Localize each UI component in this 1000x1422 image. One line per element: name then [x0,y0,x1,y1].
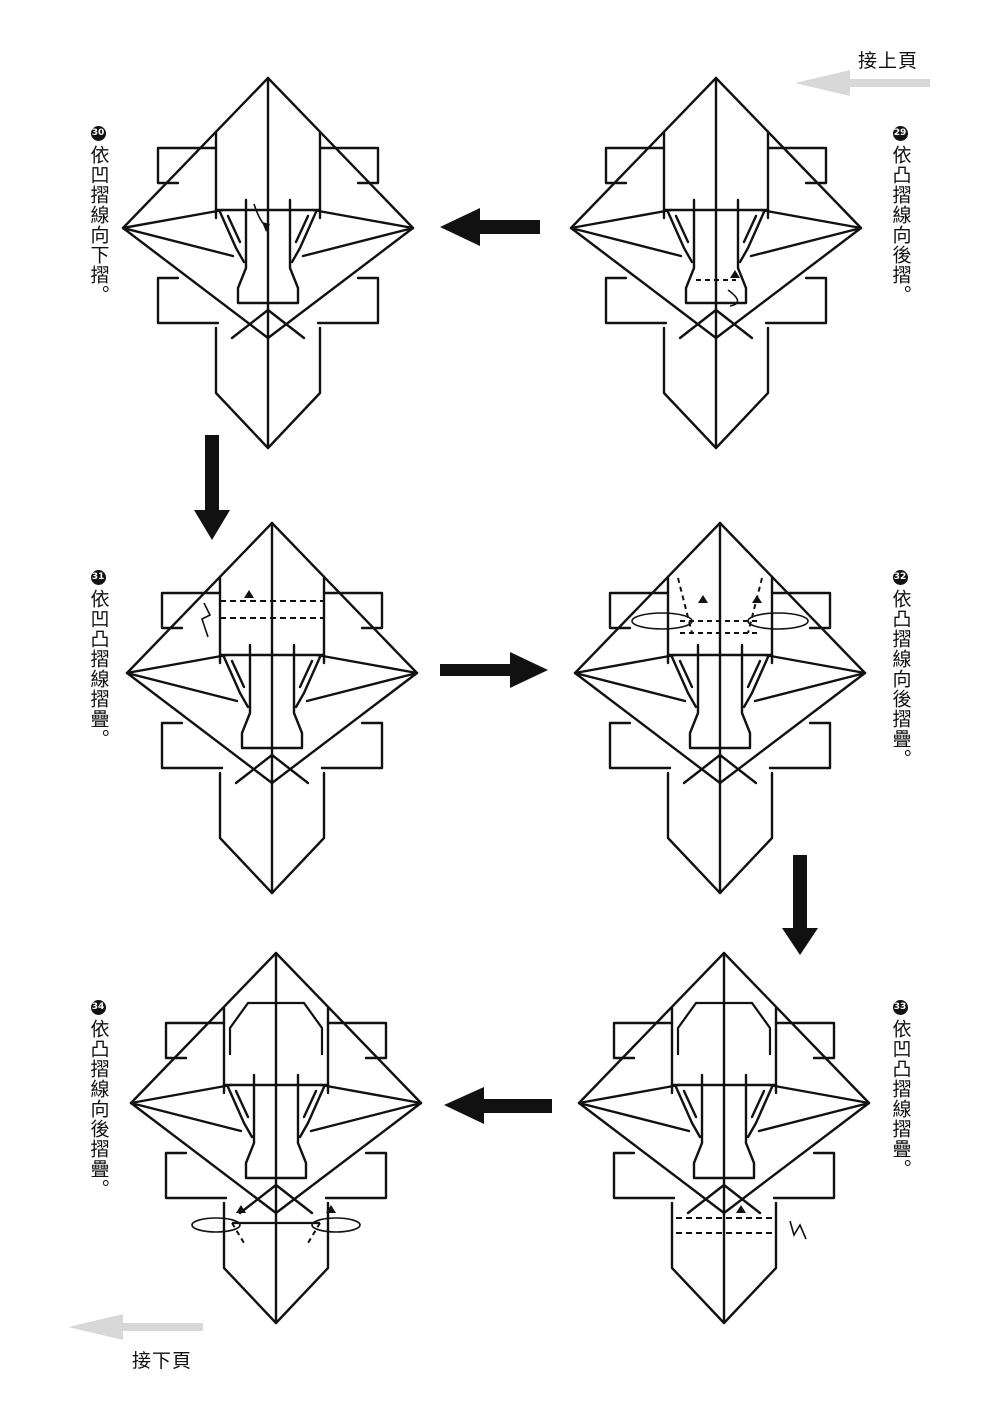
step-number: 34 [90,1000,106,1015]
step-instruction: 依凸摺線向後摺疊。 [889,589,912,769]
figure-step-32 [573,521,867,895]
flow-arrow-icon [782,855,818,955]
step-instruction: 依凹凸摺線摺疊。 [889,1019,912,1179]
next-page-label[interactable]: 接下頁 [132,1350,193,1372]
prev-page-label[interactable]: 接上頁 [858,50,919,72]
flow-arrow-icon [194,435,230,540]
step-32-caption: 32 依凸摺線向後摺疊。 [888,570,912,769]
figure-step-29 [569,76,863,450]
next-page-arrow-icon [68,1314,203,1340]
step-number: 31 [90,570,106,585]
step-33-caption: 33 依凹凸摺線摺疊。 [888,1000,912,1179]
step-31-caption: 31 依凹凸摺線摺疊。 [86,570,110,749]
figure-step-30 [121,76,415,450]
flow-arrow-icon [440,652,548,688]
figure-step-34 [129,951,423,1325]
step-number: 33 [892,1000,908,1015]
step-instruction: 依凸摺線向後摺。 [889,145,912,305]
prev-page-arrow-icon [795,70,930,96]
step-30-caption: 30 依凹摺線向下摺。 [86,126,110,305]
step-number: 29 [892,126,908,141]
flow-arrow-icon [444,1087,552,1124]
step-number: 30 [90,126,106,141]
step-29-caption: 29 依凸摺線向後摺。 [888,126,912,305]
step-34-caption: 34 依凸摺線向後摺疊。 [86,1000,110,1199]
step-instruction: 依凹摺線向下摺。 [87,145,110,305]
flow-arrow-icon [440,208,540,246]
figure-step-33 [577,951,871,1325]
step-instruction: 依凸摺線向後摺疊。 [87,1019,110,1199]
step-instruction: 依凹凸摺線摺疊。 [87,589,110,749]
figure-step-31 [125,521,419,895]
step-number: 32 [892,570,908,585]
